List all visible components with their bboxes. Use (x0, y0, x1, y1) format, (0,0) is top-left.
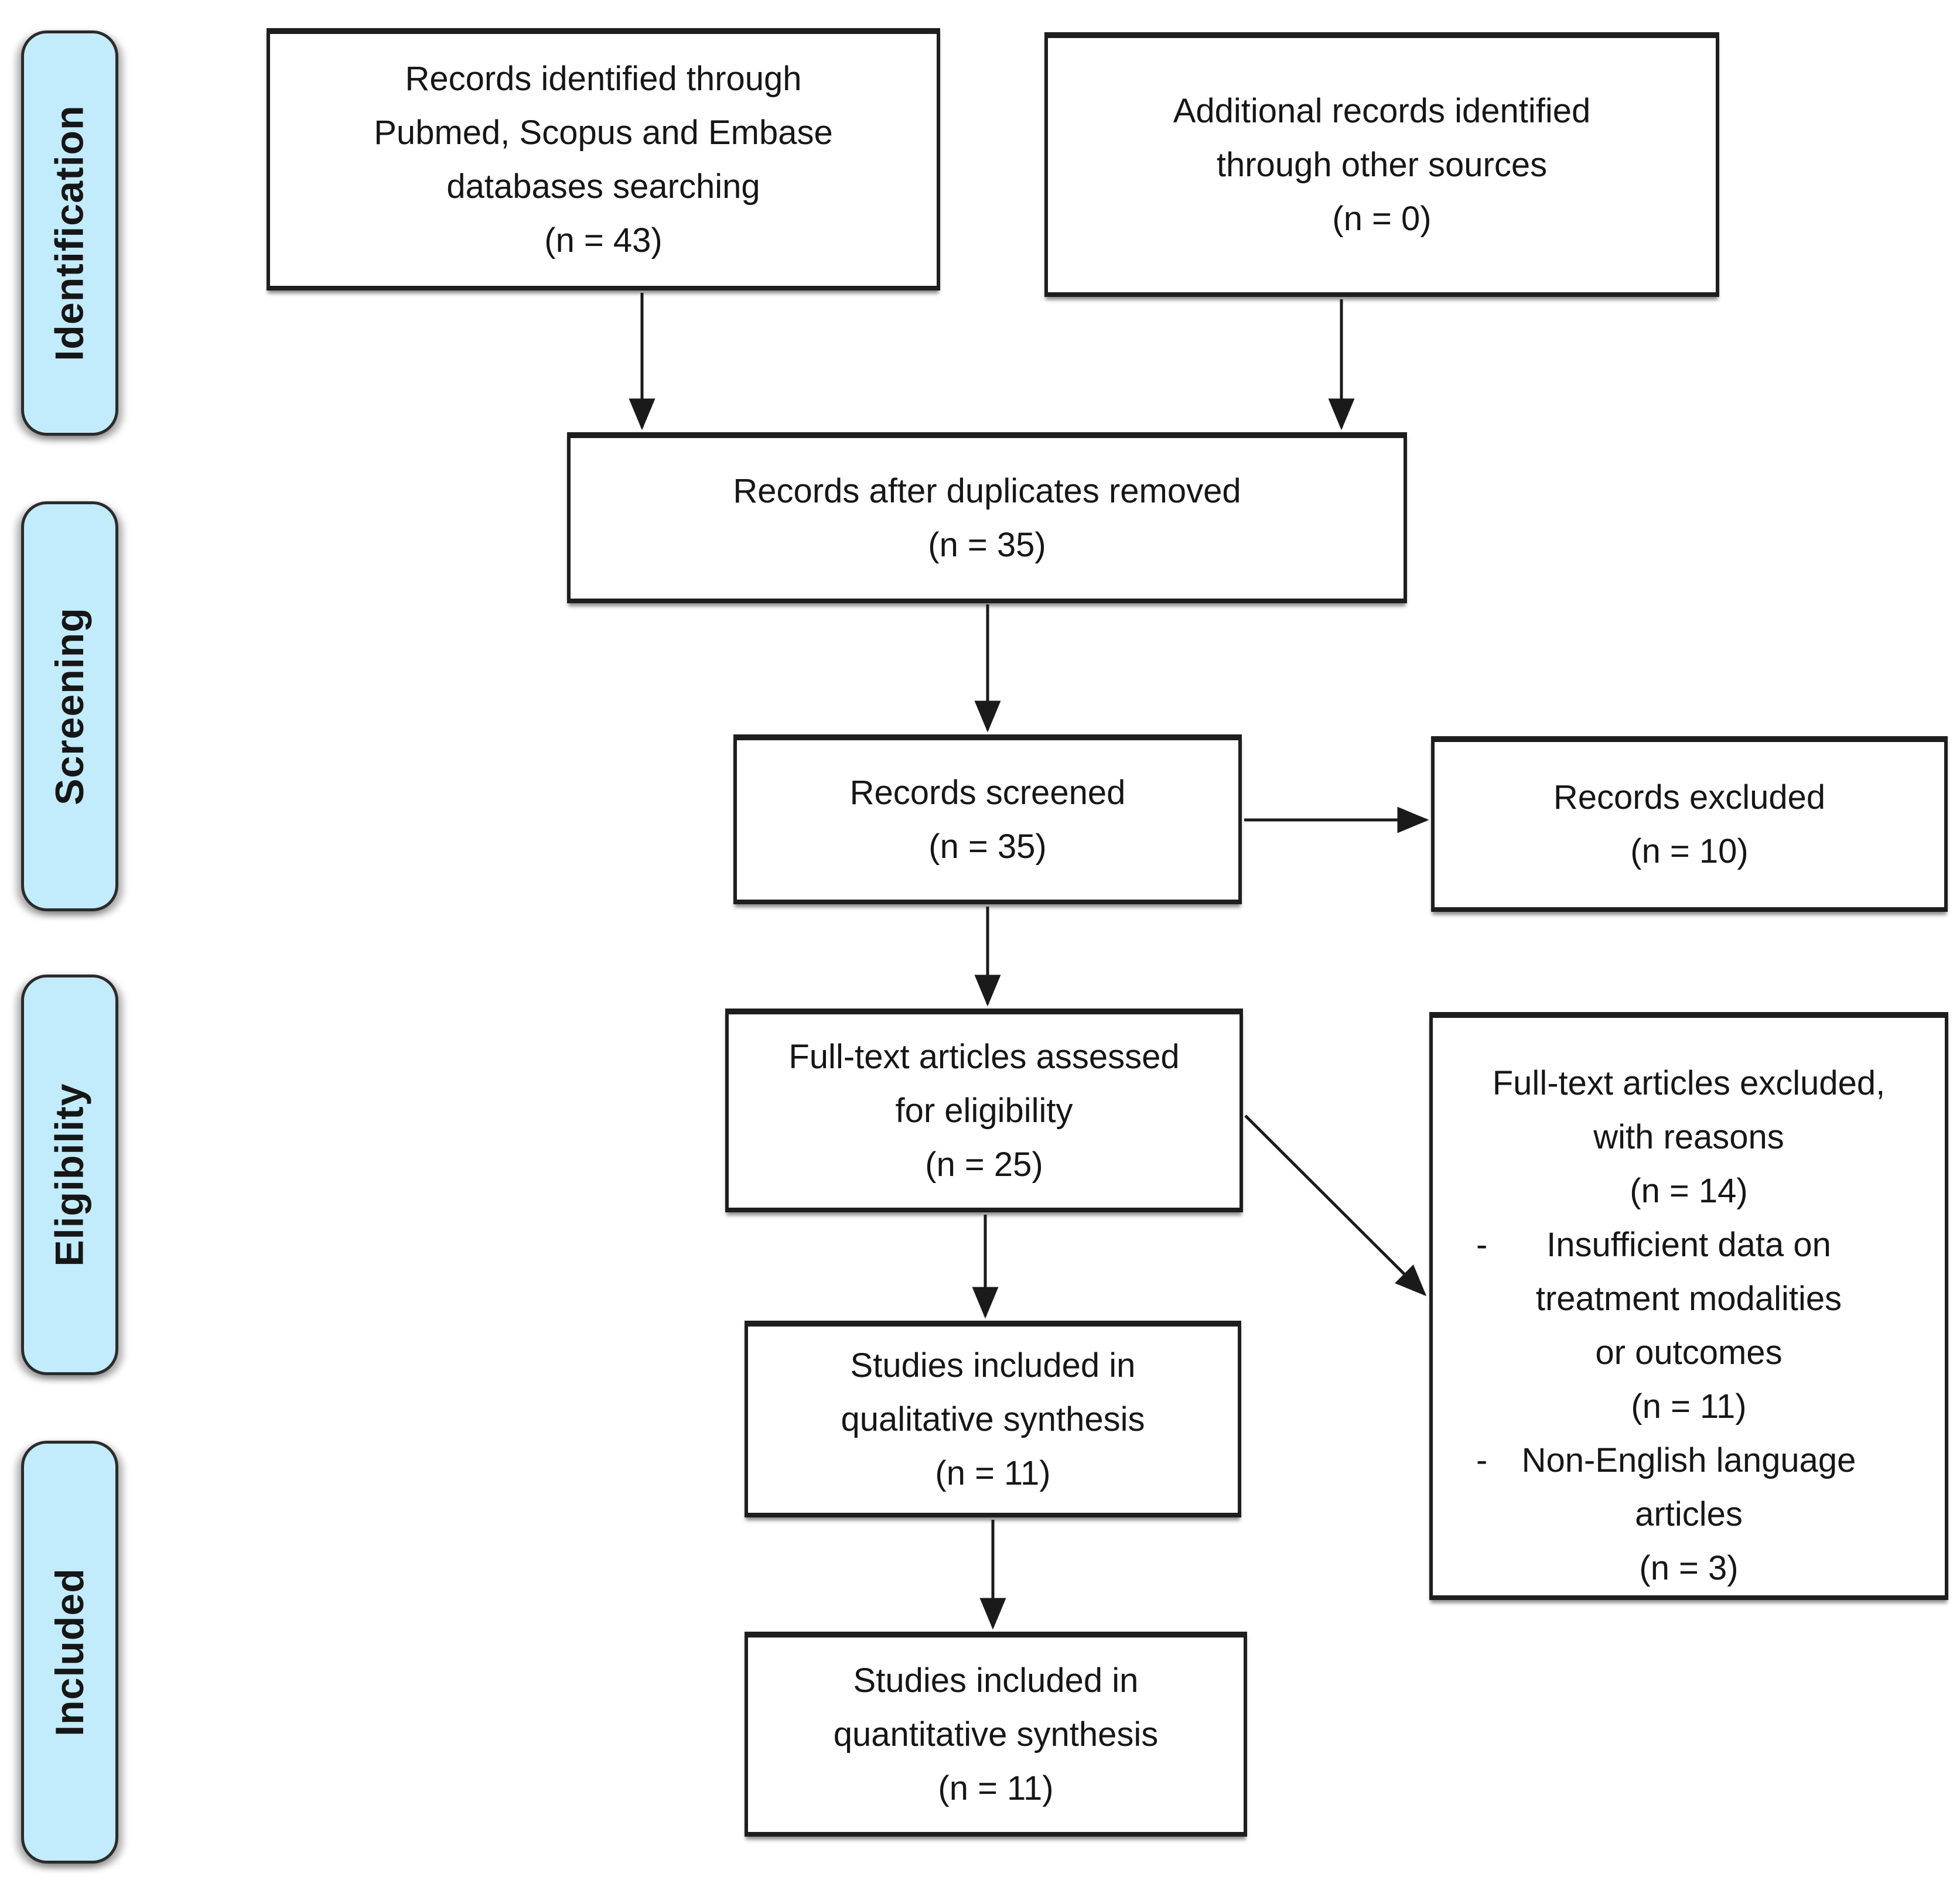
stage-identification-label: Identification (47, 105, 93, 361)
text-line: (n = 0) (1332, 200, 1432, 238)
text-line: articles (1635, 1495, 1743, 1533)
stage-eligibility: Eligibility (21, 975, 118, 1375)
box-fulltext-assessed: Full-text articles assessed for eligibil… (725, 1009, 1243, 1212)
text-line: Records excluded (1553, 778, 1826, 816)
stage-eligibility-label: Eligibility (47, 1083, 92, 1267)
arrow-fulltext-to-ft-excluded (1244, 1115, 1427, 1297)
text-line: Full-text articles excluded, (1492, 1064, 1886, 1102)
stage-identification: Identification (21, 30, 118, 436)
text-line: Records screened (849, 774, 1126, 812)
text-line: (n = 43) (544, 221, 663, 259)
text-line: with reasons (1593, 1118, 1784, 1156)
bullet-dash: - (1476, 1441, 1488, 1479)
text-line: Full-text articles assessed (788, 1038, 1180, 1076)
text-line: (n = 11) (1631, 1387, 1747, 1425)
text-line: quantitative synthesis (833, 1715, 1159, 1753)
bullet-dash: - (1476, 1226, 1488, 1264)
box-records-identified: Records identified through Pubmed, Scopu… (267, 28, 940, 290)
box-qualitative-synthesis: Studies included in qualitative synthesi… (745, 1321, 1241, 1517)
text-line: databases searching (446, 167, 760, 206)
stage-included: Included (21, 1441, 118, 1864)
box-records-excluded: Records excluded (n = 10) (1431, 736, 1948, 912)
box-records-screened: Records screened (n = 35) (733, 734, 1242, 904)
box-quantitative-synthesis: Studies included in quantitative synthes… (745, 1632, 1247, 1837)
stage-included-label: Included (47, 1568, 93, 1736)
box-fulltext-excluded: Full-text articles excluded, with reason… (1429, 1012, 1948, 1600)
text-line: treatment modalities (1535, 1280, 1842, 1318)
exclusion-reason: - Insufficient data on treatment modalit… (1433, 1218, 1945, 1434)
box-additional-records: Additional records identified through ot… (1044, 32, 1719, 297)
box-duplicates-removed: Records after duplicates removed (n = 35… (567, 432, 1407, 603)
text-line: Records identified through (405, 60, 802, 98)
stage-screening: Screening (21, 501, 118, 911)
text-line: Non-English language (1521, 1441, 1856, 1479)
text-line: (n = 14) (1630, 1172, 1748, 1210)
text-line: (n = 3) (1639, 1549, 1739, 1587)
text-line: or outcomes (1595, 1334, 1783, 1372)
text-line: (n = 25) (925, 1146, 1043, 1184)
text-line: Additional records identified (1173, 92, 1591, 130)
text-line: (n = 35) (928, 526, 1046, 564)
text-line: (n = 10) (1630, 832, 1749, 870)
text-line: Pubmed, Scopus and Embase (374, 114, 833, 152)
stage-screening-label: Screening (47, 607, 92, 805)
text-line: Insufficient data on (1546, 1226, 1831, 1264)
text-line: Records after duplicates removed (733, 472, 1241, 510)
text-line: (n = 11) (938, 1769, 1054, 1807)
text-line: (n = 35) (928, 828, 1047, 866)
text-line: (n = 11) (935, 1454, 1051, 1492)
text-line: Studies included in (850, 1346, 1136, 1385)
text-line: qualitative synthesis (841, 1400, 1145, 1438)
text-line: through other sources (1216, 146, 1548, 184)
exclusion-reason: - Non-English language articles (n = 3) (1433, 1434, 1945, 1595)
text-line: for eligibility (895, 1092, 1073, 1130)
text-line: Studies included in (853, 1662, 1139, 1700)
